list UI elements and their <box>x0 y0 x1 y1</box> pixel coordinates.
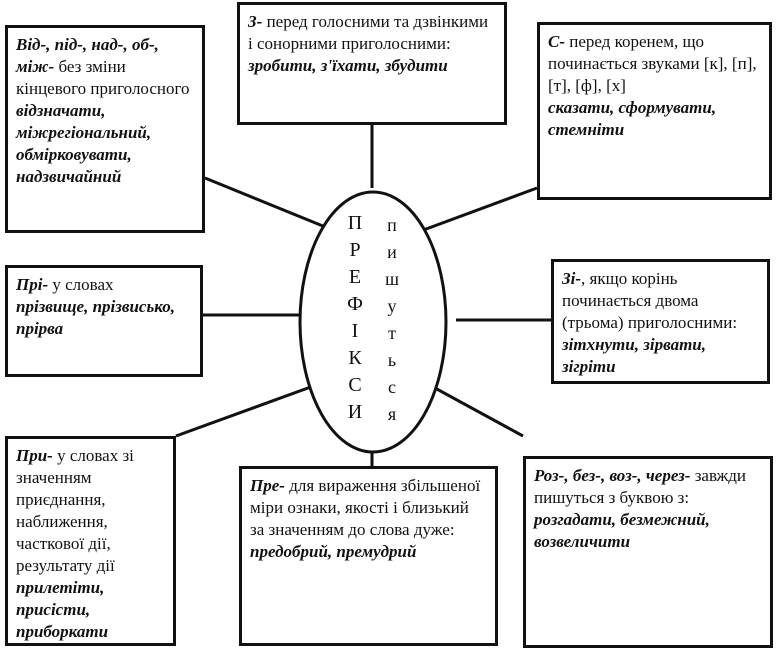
center-letter: с <box>388 377 396 397</box>
prefix-label: Від-, під-, над-, об-, між- <box>16 35 159 76</box>
center-ellipse <box>298 190 448 454</box>
center-letter: Ф <box>347 293 363 315</box>
rule-text: С- перед коренем, що починається звуками… <box>548 31 761 97</box>
box-top-center: З- перед голосними та дзвінкими і сонорн… <box>237 2 507 125</box>
rule-description: для вираження збільшеної міри ознаки, як… <box>250 476 481 539</box>
center-letter: и <box>387 242 397 262</box>
examples: відзначати, міжрегіональний, обмірковува… <box>16 101 152 186</box>
center-letter: Е <box>348 266 362 288</box>
prefix-label: Зі- <box>562 269 582 288</box>
center-letter: ш <box>385 269 399 289</box>
prefix-label: Пре- <box>250 476 285 495</box>
center-letter: я <box>387 404 397 424</box>
connector-top-right <box>417 186 538 234</box>
rule-text: З- перед голосними та дзвінкими і сонорн… <box>248 11 496 55</box>
rule-description: у словах <box>48 275 114 294</box>
center-letter: т <box>388 323 396 343</box>
center-letter: К <box>348 347 362 369</box>
connector-bottom-right <box>423 380 524 438</box>
box-bottom-center: Пре- для вираження збільшеної міри ознак… <box>239 466 498 646</box>
rule-text: Пре- для вираження збільшеної міри ознак… <box>250 475 487 541</box>
center-word-prefiksy: П Р Е Ф І К С И <box>343 210 367 426</box>
prefix-label: С- <box>548 32 565 51</box>
rule-description: , якщо корінь починається двома (трьома)… <box>562 269 738 332</box>
rule-description: завжди пишуться з буквою з: <box>534 466 747 507</box>
connector-bottom-left <box>175 378 331 438</box>
rule-description: перед голосними та дзвінкими і сонорними… <box>248 12 489 53</box>
center-letter: І <box>351 320 359 342</box>
box-top-left: Від-, під-, над-, об-, між- без зміни кі… <box>5 25 205 233</box>
rule-text: Прі- у словах <box>16 274 192 296</box>
center-letter: П <box>347 212 363 234</box>
box-mid-left: Прі- у словах прізвище, прізвисько, прір… <box>5 265 203 377</box>
box-top-right: С- перед коренем, що починається звуками… <box>537 22 772 200</box>
center-letter: С <box>348 374 362 396</box>
center-letter: Р <box>349 239 361 261</box>
prefix-label: Роз-, без-, воз-, через- <box>534 466 691 485</box>
center-letter: у <box>387 296 397 316</box>
examples: зітхнути, зірвати, зігріти <box>562 335 707 376</box>
rule-text: Зі-, якщо корінь починається двома (трьо… <box>562 268 759 334</box>
examples: зробити, з'їхати, збудити <box>248 56 448 75</box>
examples: прилетіти, присісти, приборкати <box>16 578 109 641</box>
prefix-label: З- <box>248 12 263 31</box>
rule-description: без зміни кінцевого приголосного <box>16 57 190 98</box>
center-letter: ь <box>387 350 397 370</box>
prefix-label: Прі- <box>16 275 49 294</box>
rule-text: Роз-, без-, воз-, через- завжди пишуться… <box>534 465 762 509</box>
rule-text: Від-, під-, над-, об-, між- без зміни кі… <box>16 34 194 100</box>
rule-description: у словах зі значенням приєднання, наближ… <box>16 446 134 575</box>
box-bottom-left: При- у словах зі значенням приєднання, н… <box>5 436 176 646</box>
center-word-pyshutsia: п и ш у т ь с я <box>382 212 402 428</box>
examples: сказати, сформувати, стемніти <box>548 98 717 139</box>
center-letter: п <box>387 215 397 235</box>
examples: предобрий, премудрий <box>250 542 417 561</box>
connector-top-left <box>204 176 346 237</box>
center-letter: И <box>347 401 363 423</box>
rule-text: При- у словах зі значенням приєднання, н… <box>16 445 165 577</box>
examples: прізвище, прізвисько, прірва <box>16 297 175 338</box>
rule-description: перед коренем, що починається звуками [к… <box>548 32 757 95</box>
box-mid-right: Зі-, якщо корінь починається двома (трьо… <box>551 259 770 384</box>
examples: розгадати, безмежний, возвеличити <box>534 510 710 551</box>
box-bottom-right: Роз-, без-, воз-, через- завжди пишуться… <box>523 456 773 648</box>
prefix-label: При- <box>16 446 53 465</box>
